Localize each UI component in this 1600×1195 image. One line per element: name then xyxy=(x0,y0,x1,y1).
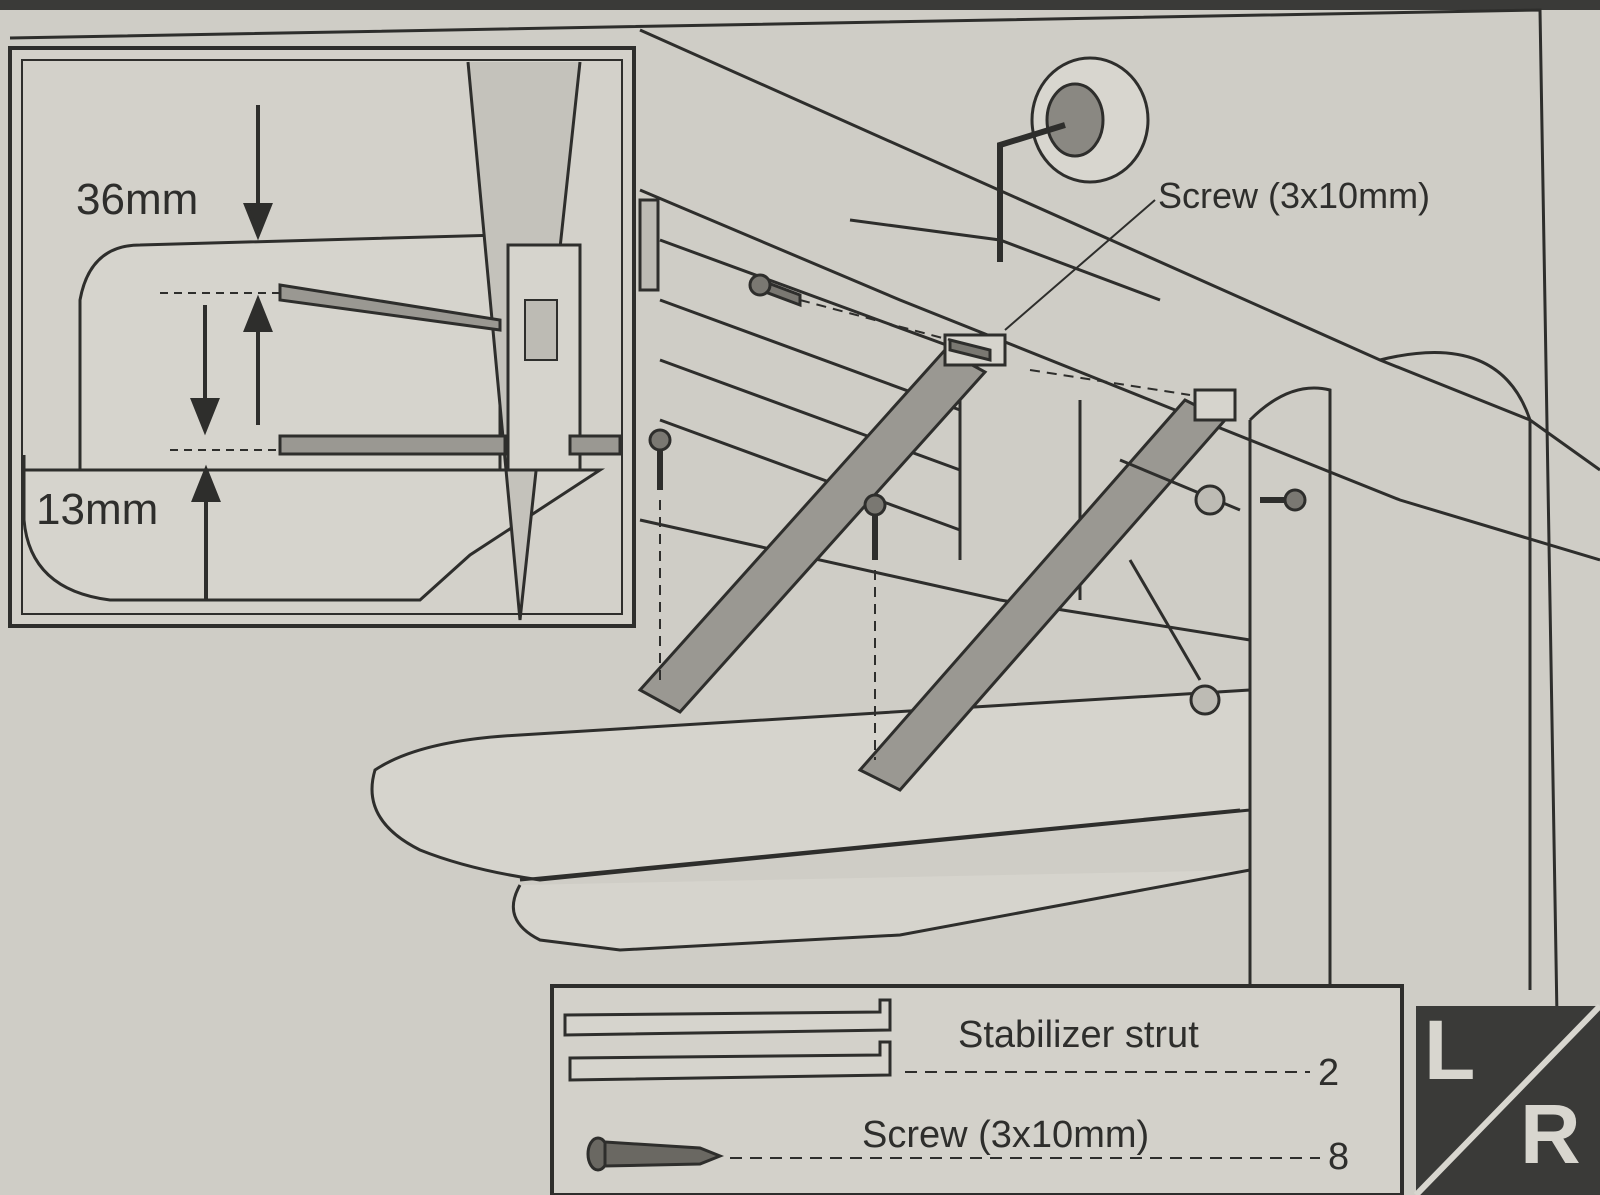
dimension-label-top: 36mm xyxy=(76,175,199,224)
parts-item-name-screw: Screw (3x10mm) xyxy=(862,1114,1150,1156)
screw-callout-label: Screw (3x10mm) xyxy=(1158,175,1431,216)
parts-item-quantity-strut: 2 xyxy=(1318,1052,1340,1094)
screw-group xyxy=(648,273,1307,560)
horizontal-stabilizer xyxy=(370,688,1252,952)
screw-callout-leader xyxy=(1004,199,1156,331)
page-frame xyxy=(9,8,1562,1195)
parts-item-name-strut: Stabilizer strut xyxy=(958,1014,1199,1056)
parts-item-quantity-screw: 8 xyxy=(1328,1136,1350,1178)
inset-dimension-arrows xyxy=(190,105,273,600)
side-badge-left: L xyxy=(1424,1003,1476,1097)
landing-gear-wheel xyxy=(997,56,1150,262)
stabilizer-strut-rear xyxy=(857,388,1237,792)
parts-list-box xyxy=(550,984,1404,1195)
dimension-label-bottom: 13mm xyxy=(36,485,159,534)
alignment-lines xyxy=(659,299,1191,760)
fuselage xyxy=(638,28,1600,990)
rigging-wires xyxy=(1119,458,1241,716)
inset-detail-panel xyxy=(8,46,636,628)
top-edge-strip xyxy=(0,0,1600,10)
side-badge xyxy=(1413,1003,1600,1195)
screw-part-icon xyxy=(586,1136,725,1172)
strut-part-icon xyxy=(563,998,892,1082)
side-badge-right: R xyxy=(1520,1087,1581,1181)
